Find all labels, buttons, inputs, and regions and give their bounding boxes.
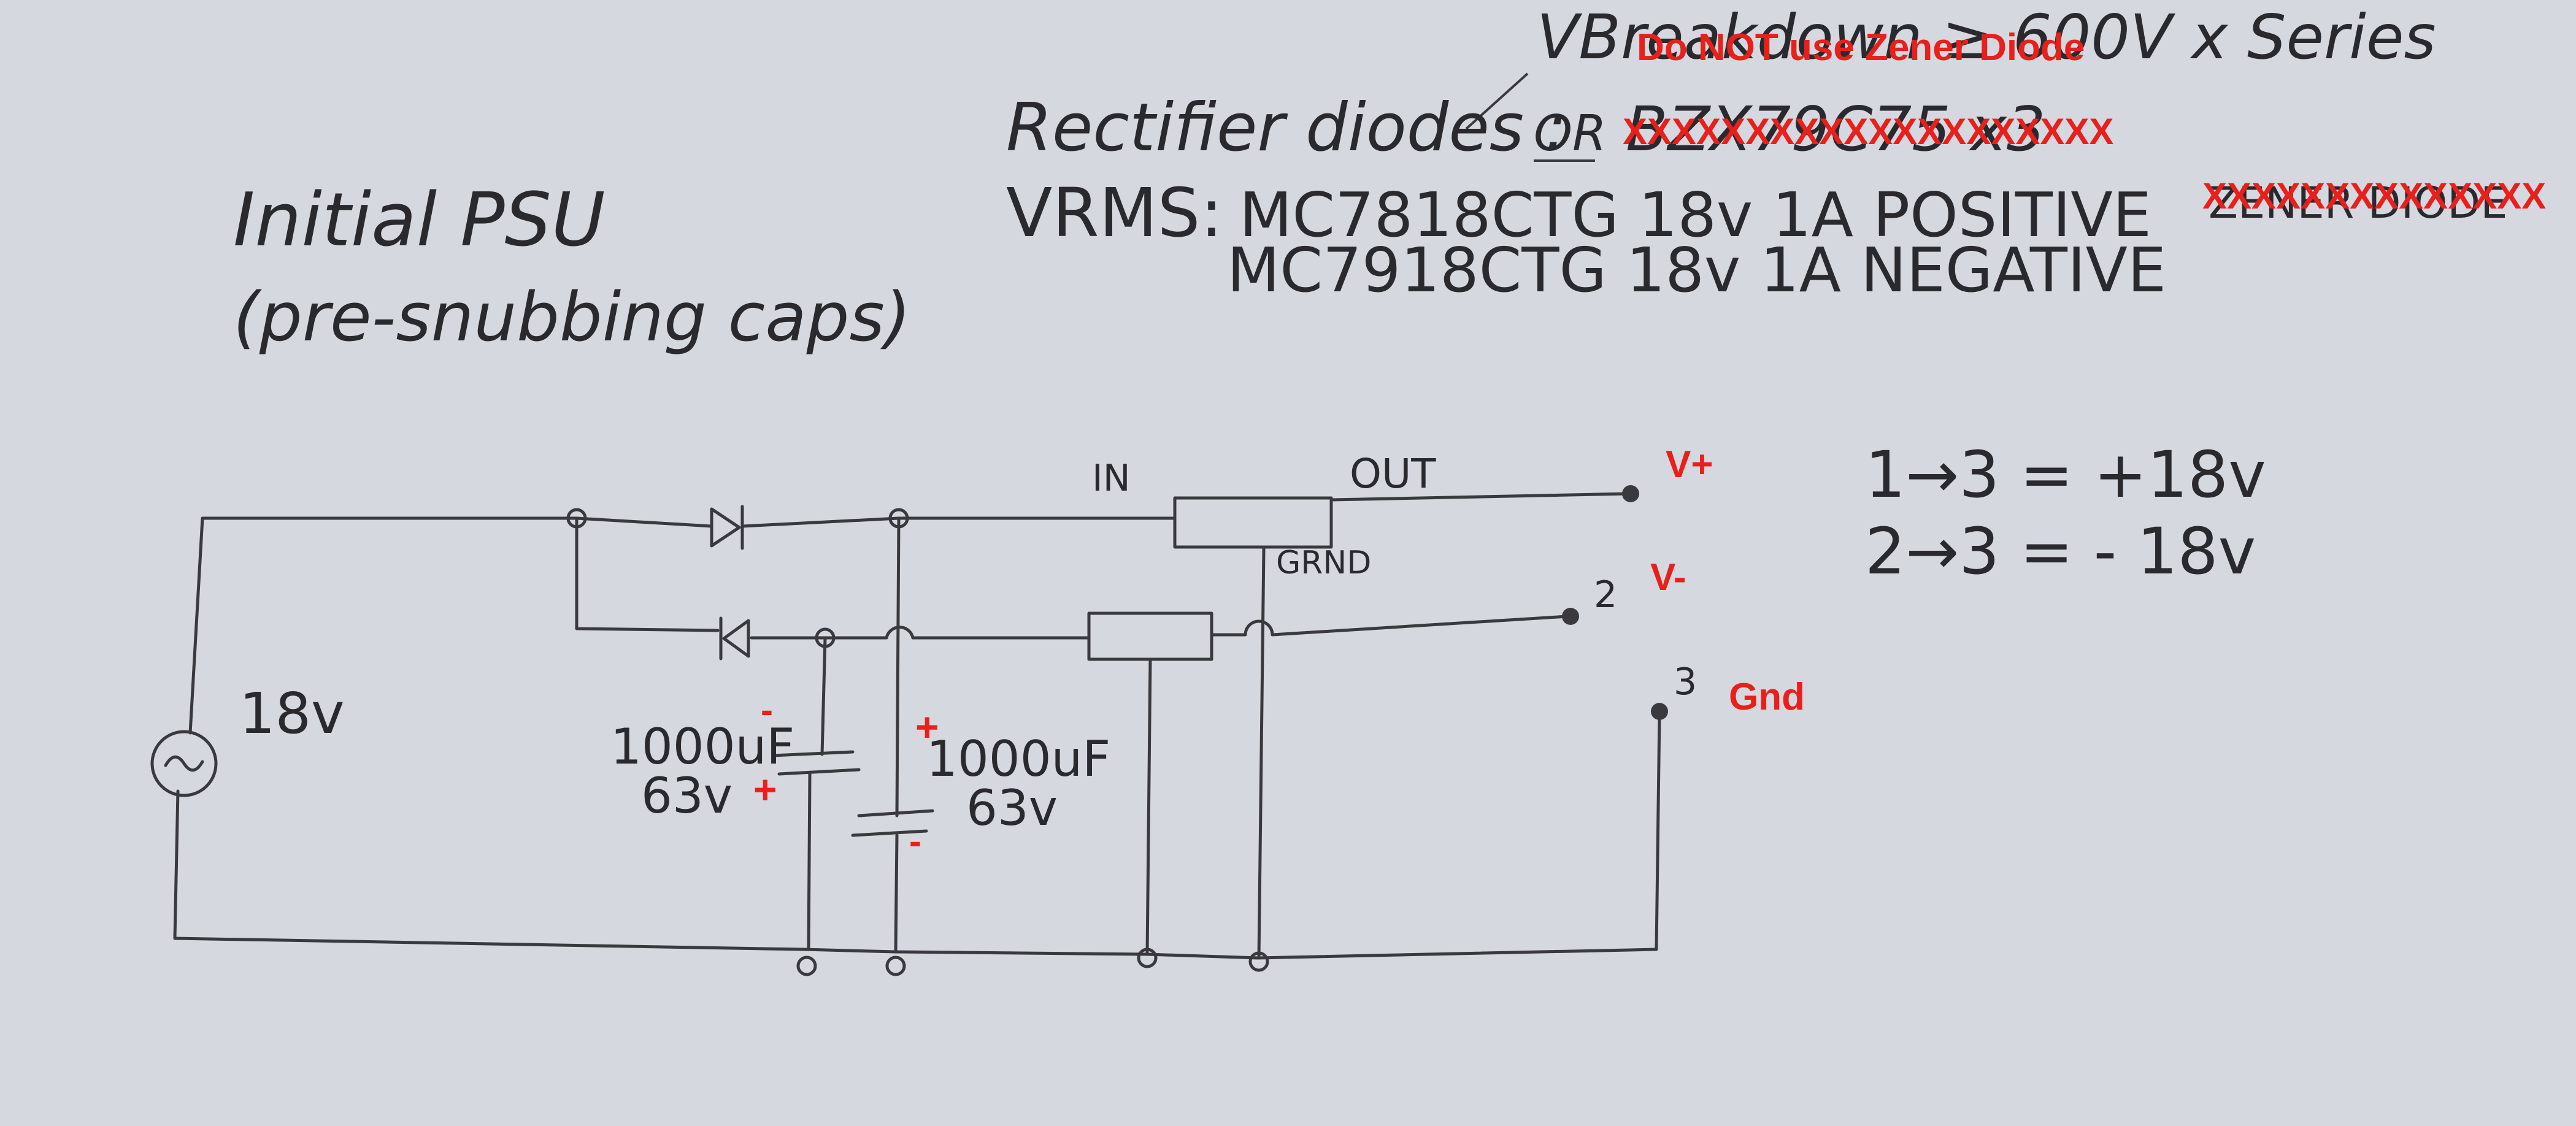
do-not-use-zener-annotation: Do NOT use Zener Diode	[1637, 26, 2085, 69]
wire-cap2-top	[895, 516, 901, 818]
wire-cap1-bottom	[807, 772, 812, 951]
source-voltage-label: 18v	[239, 681, 345, 746]
rectifier-or: OR	[1534, 105, 1607, 162]
terminal-v-minus-label: V-	[1650, 556, 1686, 599]
title-line-1: Initial PSU	[233, 178, 606, 263]
wire-cap1-top	[820, 636, 827, 756]
vbreak-slash	[1465, 72, 1529, 130]
terminal-icon	[1562, 608, 1579, 625]
wire-regulator1-ground	[1257, 547, 1266, 960]
regulator-out-label: OUT	[1350, 450, 1436, 497]
strike-through-rectifier-alt: XXXXXXXXXXXXXXXXXXXX	[1623, 111, 2113, 152]
cap2-bottom-polarity: -	[909, 821, 921, 862]
cap1-top-polarity: -	[761, 689, 773, 730]
regulator-icon	[1173, 496, 1333, 549]
title-line-2: (pre-snubbing caps)	[233, 278, 911, 356]
terminal-3-label: 3	[1674, 661, 1697, 703]
cap2-value: 1000uF	[926, 730, 1110, 787]
wire-regulator2-ground	[1145, 657, 1152, 956]
cap2-voltage: 63v	[966, 779, 1058, 837]
vrm-prefix: VRMS:	[1006, 174, 1223, 252]
vrm-negative-line: MC7918CTG 18v 1A NEGATIVE	[1227, 234, 2166, 306]
wire-bottom-rail	[173, 713, 1661, 960]
ac-source-icon	[150, 730, 218, 797]
terminal-v-plus-label: V+	[1666, 443, 1713, 486]
wire-branch-lower-diode	[575, 516, 720, 632]
terminal-icon	[1651, 703, 1668, 720]
wire-regulator2-out	[1210, 615, 1569, 637]
wire-cap2-bottom	[894, 833, 899, 954]
output-positive-equation: 1→3 = +18v	[1865, 437, 2266, 512]
cap1-bottom-polarity: +	[753, 767, 777, 812]
wire-lower-bus-a	[823, 626, 1091, 640]
regulator-icon	[1087, 611, 1213, 661]
regulator-ground-label: GRND	[1276, 545, 1371, 581]
output-negative-equation: 2→3 = - 18v	[1865, 514, 2256, 589]
capacitor-icon	[771, 750, 861, 776]
wire-top-left	[188, 516, 579, 735]
regulator-in-label: IN	[1092, 457, 1131, 500]
diode-icon	[710, 505, 744, 550]
diode-icon	[719, 616, 750, 661]
cap1-voltage: 63v	[641, 767, 732, 824]
rectifier-label: Rectifier diodes :	[1006, 90, 1567, 166]
vrm-positive-line: MC7818CTG 18v 1A POSITIVE	[1239, 179, 2151, 251]
strike-through-zener-diode: XXXXXXXXXXXXXX	[2202, 175, 2546, 216]
terminal-icon	[1622, 485, 1639, 502]
junction-nodes	[566, 508, 1269, 976]
wire-top-diode	[575, 516, 713, 528]
capacitor-icon	[851, 809, 934, 837]
rectifier-alternative: BZX79C75 x3	[1626, 93, 2046, 165]
vrm-positive-tail: ZENER DIODE	[2209, 178, 2507, 228]
vbreak-note: VBreakdown ≥ 600V x Series	[1537, 1, 2436, 73]
cap1-value: 1000uF	[610, 718, 794, 775]
cap2-top-polarity: +	[915, 704, 939, 749]
terminal-gnd-label: Gnd	[1729, 676, 1805, 718]
wire-regulator1-out	[1329, 492, 1631, 502]
terminal-2-label: 2	[1594, 573, 1617, 616]
